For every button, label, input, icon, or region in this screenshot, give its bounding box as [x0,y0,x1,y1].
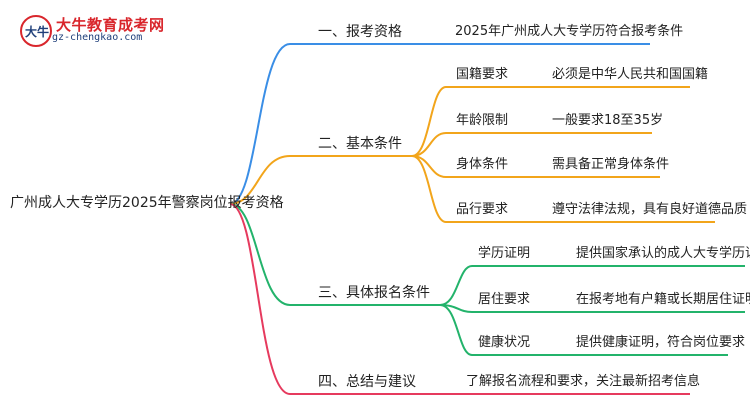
connector-root-branch-3 [229,203,291,306]
b2-item-3-key: 身体条件 [456,157,509,172]
b3-item-3-value: 提供健康证明，符合岗位要求 [576,335,746,350]
connector-root-branch-2 [229,155,291,205]
b3-item-3-key: 健康状况 [478,335,531,350]
branch-2-label: 二、基本条件 [318,136,402,152]
b3-item-2-key: 居住要求 [478,292,531,307]
connector-b2-item-2 [411,132,447,157]
branch-4-label: 四、总结与建议 [318,374,416,390]
connector-b3-item-1 [439,265,473,306]
b2-item-4-value: 遵守法律法规，具有良好道德品质 [552,202,748,217]
b2-item-4-key: 品行要求 [456,202,509,217]
branch-1-label: 一、报考资格 [318,24,402,40]
connector-b2-item-4 [411,155,447,223]
connector-b2-item-1 [411,86,447,157]
b2-item-2-value: 一般要求18至35岁 [552,113,664,128]
b3-item-1-key: 学历证明 [478,246,531,261]
connector-root-branch-1 [229,43,291,205]
b2-item-3-value: 需具备正常身体条件 [552,157,670,172]
connector-b3-item-3 [439,304,473,356]
logo-url: gz-chengkao.com [52,32,143,43]
b2-item-2-key: 年龄限制 [456,113,509,128]
svg-text:大牛: 大牛 [25,24,49,39]
mindmap-root: 广州成人大专学历2025年警察岗位报考资格 [10,195,284,211]
branch-1-note: 2025年广州成人大专学历符合报考条件 [455,24,684,39]
branch-3-label: 三、具体报名条件 [318,285,430,301]
b2-item-1-value: 必须是中华人民共和国国籍 [552,67,709,82]
connector-root-branch-4 [229,203,291,395]
b3-item-1-value: 提供国家承认的成人大专学历证书 [576,246,750,261]
b2-item-1-key: 国籍要求 [456,67,509,82]
branch-4-note: 了解报名流程和要求，关注最新招考信息 [466,374,701,389]
logo-title: 大牛教育成考网 [56,16,165,34]
b3-item-2-value: 在报考地有户籍或长期居住证明 [576,292,750,307]
logo-mark-icon: 大牛 [20,15,52,47]
